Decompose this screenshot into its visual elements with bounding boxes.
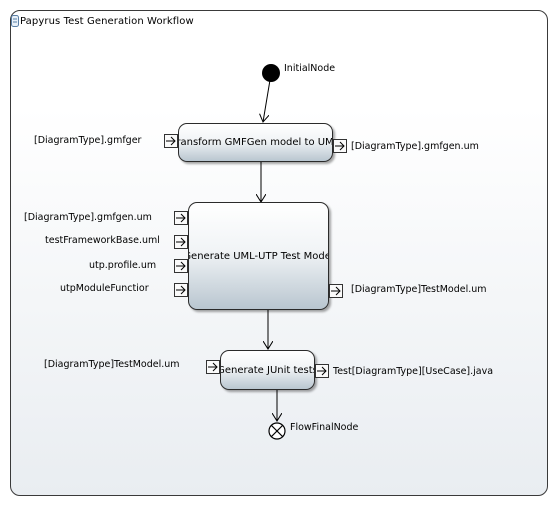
output-pin-generate-model-label: [DiagramType]TestModel.um [351,284,487,295]
input-pin-generate-junit[interactable] [206,360,220,374]
output-pin-generate-junit-label: Test[DiagramType][UseCase].java [333,366,494,377]
pin-arrow-icon [176,285,186,295]
frame-title: Papyrus Test Generation Workflow [20,16,194,27]
flow-initial-to-transform[interactable] [263,79,271,122]
input-pin-generate-model-4-label: utpModuleFunctior [60,283,149,294]
input-pin-generate-model-1[interactable] [174,211,188,225]
input-pin-generate-model-2[interactable] [174,235,188,249]
action-transform-label: Transform GMFGen model to UML [178,137,333,148]
input-pin-generate-model-2-label: testFrameworkBase.uml [45,235,160,246]
pin-arrow-icon [331,286,341,296]
pin-arrow-icon [166,136,176,146]
pin-arrow-icon [176,261,186,271]
input-pin-generate-model-3[interactable] [174,259,188,273]
initial-node[interactable] [262,64,280,82]
input-pin-generate-model-4[interactable] [174,283,188,297]
output-pin-transform-label: [DiagramType].gmfgen.um [351,141,479,152]
output-pin-transform[interactable] [333,139,347,153]
input-pin-generate-model-1-label: [DiagramType].gmfgen.um [24,212,152,223]
output-pin-generate-junit[interactable] [315,364,329,378]
action-generate-test-model-label: Generate UML-UTP Test Model [188,250,329,262]
pin-arrow-icon [176,237,186,247]
action-generate-test-model[interactable]: Generate UML-UTP Test Model [188,202,329,310]
input-pin-transform-label: [DiagramType].gmfger [34,135,142,146]
input-pin-generate-model-3-label: utp.profile.um [89,260,157,271]
input-pin-generate-junit-label: [DiagramType]TestModel.um [44,359,180,370]
pin-arrow-icon [176,213,186,223]
activity-diagram-icon [11,15,19,27]
action-transform[interactable]: Transform GMFGen model to UML [178,123,333,162]
pin-arrow-icon [208,362,218,372]
input-pin-transform[interactable] [164,134,178,148]
initial-node-label: InitialNode [284,63,336,74]
action-generate-junit-tests-label: Generate JUnit tests [220,364,315,376]
action-generate-junit-tests[interactable]: Generate JUnit tests [220,350,315,390]
pin-arrow-icon [335,141,345,151]
flow-final-node-label: FlowFinalNode [290,422,359,433]
output-pin-generate-model[interactable] [329,284,343,298]
flow-final-node[interactable] [268,422,286,440]
pin-arrow-icon [317,366,327,376]
